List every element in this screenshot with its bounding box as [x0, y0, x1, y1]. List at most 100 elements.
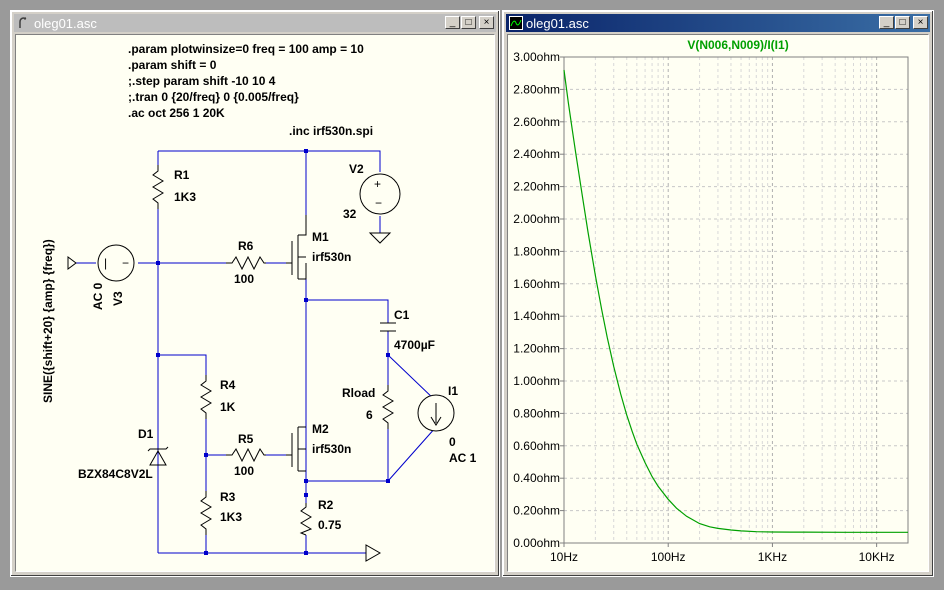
- include-directive[interactable]: .inc irf530n.spi: [289, 124, 373, 138]
- v3-plus-sign-icon: −: [122, 256, 129, 270]
- y-tick-label: 3.00ohm: [513, 50, 560, 64]
- y-tick-label: 0.80ohm: [513, 406, 560, 420]
- ltspice-schematic-icon: [19, 17, 27, 28]
- r2-resistor-symbol[interactable]: [299, 503, 313, 536]
- r6-name[interactable]: R6: [238, 239, 254, 253]
- r2-value[interactable]: 0.75: [318, 518, 342, 532]
- schematic-drawing[interactable]: .param plotwinsize=0 freq = 100 amp = 10…: [16, 35, 494, 571]
- ground-symbol-v3: [67, 256, 77, 270]
- impedance-trace[interactable]: [563, 69, 908, 533]
- x-tick-label: 1KHz: [758, 550, 787, 564]
- v3-sine-expression[interactable]: SINE({shift+20} {amp} {freq}): [41, 239, 55, 403]
- i1-value[interactable]: 0: [449, 435, 456, 449]
- r4-resistor-symbol[interactable]: [200, 375, 212, 419]
- y-axis-ticks: 0.00ohm0.20ohm0.40ohm0.60ohm0.80ohm1.00o…: [513, 50, 564, 550]
- close-button[interactable]: ×: [479, 16, 494, 29]
- m2-mosfet-symbol[interactable]: [286, 426, 306, 472]
- v2-plus-sign-icon: +: [374, 177, 381, 191]
- y-tick-label: 2.20ohm: [513, 180, 560, 194]
- d1-zener-diode-symbol[interactable]: [147, 446, 169, 466]
- y-tick-label: 1.00ohm: [513, 374, 560, 388]
- y-tick-label: 1.20ohm: [513, 342, 560, 356]
- r5-name[interactable]: R5: [238, 432, 254, 446]
- impedance-chart[interactable]: V(N006,N009)/I(I1) 0.00ohm0.20ohm0.40ohm…: [508, 35, 928, 571]
- r6-resistor-symbol[interactable]: [226, 255, 266, 271]
- r1-value[interactable]: 1K3: [174, 190, 196, 204]
- m1-model[interactable]: irf530n: [312, 250, 351, 264]
- waveform-window-title: oleg01.asc: [526, 15, 589, 31]
- r4-value[interactable]: 1K: [220, 400, 236, 414]
- y-tick-label: 2.00ohm: [513, 212, 560, 226]
- c1-value[interactable]: 4700µF: [394, 338, 435, 352]
- r5-resistor-symbol[interactable]: [226, 447, 266, 463]
- trace-label[interactable]: V(N006,N009)/I(I1): [687, 38, 788, 52]
- maximize-button[interactable]: □: [895, 16, 910, 29]
- r6-value[interactable]: 100: [234, 272, 254, 286]
- r1-resistor-symbol[interactable]: [152, 165, 164, 209]
- maximize-button[interactable]: □: [461, 16, 476, 29]
- schematic-window-title: oleg01.asc: [34, 15, 97, 31]
- directive-4[interactable]: ;.tran 0 {20/freq} 0 {0.005/freq}: [128, 90, 299, 104]
- r3-name[interactable]: R3: [220, 490, 236, 504]
- d1-model[interactable]: BZX84C8V2L: [78, 467, 153, 481]
- close-button[interactable]: ×: [913, 16, 928, 29]
- y-tick-label: 2.40ohm: [513, 147, 560, 161]
- r2-name[interactable]: R2: [318, 498, 334, 512]
- v3-voltage-source-symbol[interactable]: [97, 244, 135, 282]
- v2-voltage-source-symbol[interactable]: [359, 173, 401, 215]
- minimize-button[interactable]: _: [445, 16, 460, 29]
- waveform-titlebar[interactable]: oleg01.asc _ □ ×: [506, 14, 930, 32]
- junctions: [156, 149, 390, 555]
- v2-minus-sign-icon: −: [375, 196, 382, 210]
- y-tick-label: 2.80ohm: [513, 82, 560, 96]
- y-tick-label: 0.00ohm: [513, 536, 560, 550]
- minimize-button[interactable]: _: [879, 16, 894, 29]
- rload-name[interactable]: Rload: [342, 386, 375, 400]
- ground-symbol-v2: [368, 232, 392, 244]
- r3-resistor-symbol[interactable]: [200, 491, 212, 535]
- v3-ac-label[interactable]: AC 0: [91, 282, 105, 310]
- r3-value[interactable]: 1K3: [220, 510, 242, 524]
- schematic-titlebar[interactable]: oleg01.asc _ □ ×: [14, 14, 496, 32]
- y-tick-label: 1.60ohm: [513, 277, 560, 291]
- m2-model[interactable]: irf530n: [312, 442, 351, 456]
- plot-frame: [563, 56, 909, 544]
- v3-minus-sign-icon: |: [104, 256, 107, 270]
- r1-name[interactable]: R1: [174, 168, 190, 182]
- schematic-window[interactable]: oleg01.asc _ □ × .param plotwinsize=0 fr…: [10, 10, 500, 577]
- m1-name[interactable]: M1: [312, 230, 329, 244]
- chart-grid: [563, 56, 909, 544]
- y-tick-label: 0.20ohm: [513, 504, 560, 518]
- schematic-canvas[interactable]: .param plotwinsize=0 freq = 100 amp = 10…: [15, 34, 495, 572]
- waveform-plot-icon: [509, 16, 523, 30]
- directive-5[interactable]: .ac oct 256 1 20K: [128, 106, 225, 120]
- r4-name[interactable]: R4: [220, 378, 236, 392]
- rload-value[interactable]: 6: [366, 408, 373, 422]
- v2-name[interactable]: V2: [349, 162, 364, 176]
- i1-arrow-icon: [430, 403, 442, 426]
- directive-3[interactable]: ;.step param shift -10 10 4: [128, 74, 276, 88]
- c1-name[interactable]: C1: [394, 308, 410, 322]
- i1-name[interactable]: I1: [448, 384, 458, 398]
- x-tick-label: 100Hz: [651, 550, 686, 564]
- directive-2[interactable]: .param shift = 0: [128, 58, 217, 72]
- i1-ac[interactable]: AC 1: [449, 451, 477, 465]
- x-tick-label: 10KHz: [859, 550, 895, 564]
- m1-mosfet-symbol[interactable]: [286, 215, 307, 280]
- ground-symbol-bottom: [365, 544, 382, 562]
- y-tick-label: 1.40ohm: [513, 309, 560, 323]
- v3-name[interactable]: V3: [111, 291, 125, 306]
- c1-capacitor-symbol[interactable]: [380, 322, 396, 332]
- m2-name[interactable]: M2: [312, 422, 329, 436]
- rload-resistor-symbol[interactable]: [382, 385, 394, 429]
- directive-1[interactable]: .param plotwinsize=0 freq = 100 amp = 10: [128, 42, 364, 56]
- d1-name[interactable]: D1: [138, 427, 154, 441]
- r5-value[interactable]: 100: [234, 464, 254, 478]
- v2-value[interactable]: 32: [343, 207, 357, 221]
- series-traces[interactable]: [563, 69, 908, 533]
- y-tick-label: 1.80ohm: [513, 244, 560, 258]
- y-tick-label: 0.60ohm: [513, 439, 560, 453]
- waveform-window[interactable]: oleg01.asc _ □ × V(N006,N009)/I(I1) 0.00…: [502, 10, 934, 577]
